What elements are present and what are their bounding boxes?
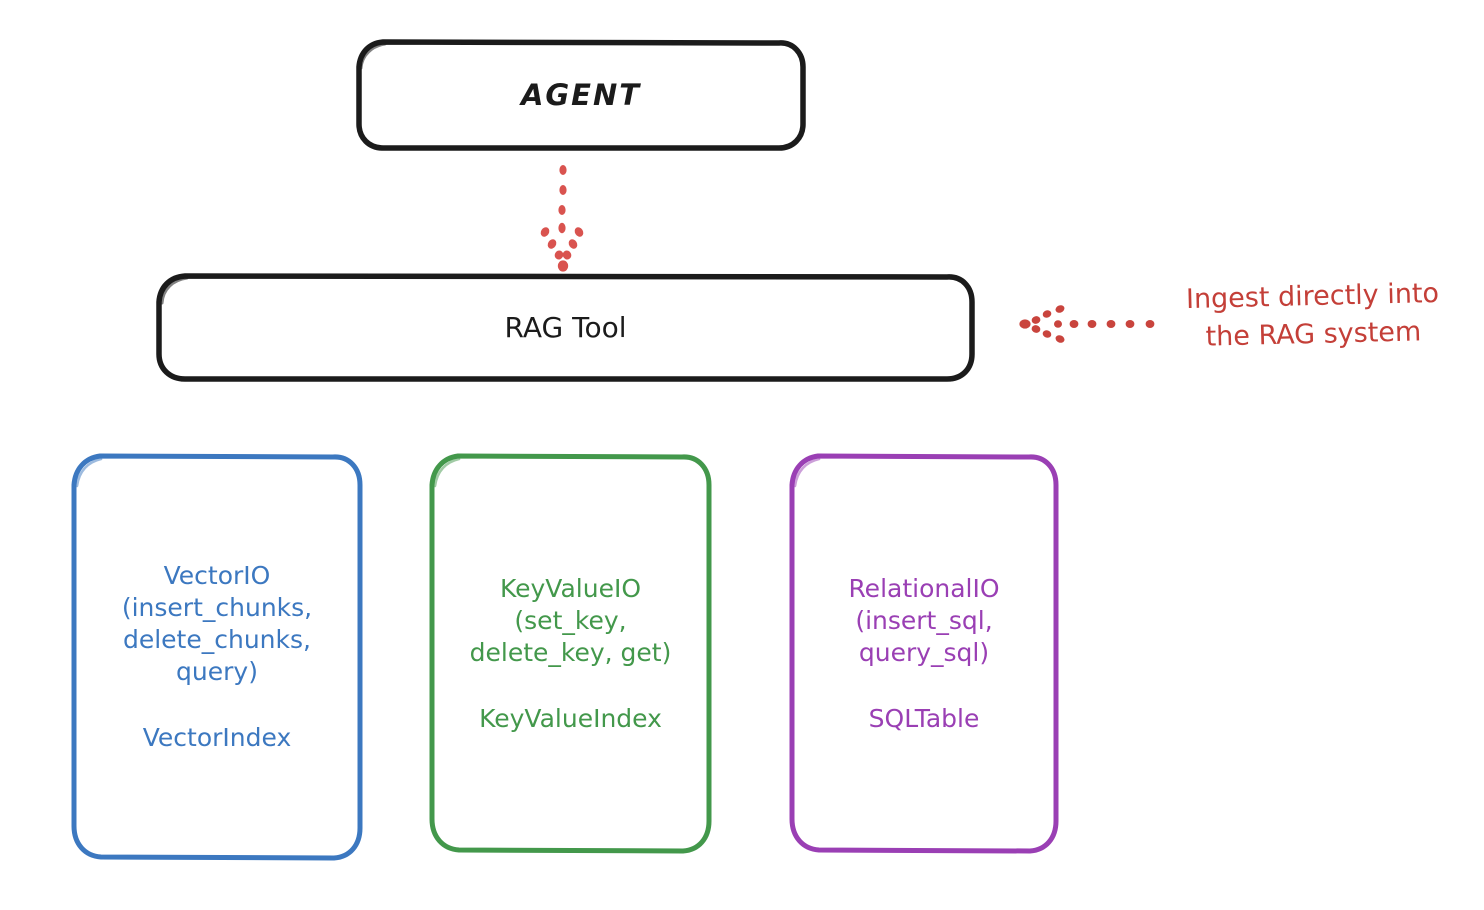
node-key-value-io[interactable]: KeyValueIO (set_key, delete_key, get) Ke… xyxy=(428,452,713,855)
edge-agent-to-rag-tool xyxy=(540,165,584,272)
vector-io-label-wrap: VectorIO (insert_chunks, delete_chunks, … xyxy=(70,560,364,754)
node-vector-io[interactable]: VectorIO (insert_chunks, delete_chunks, … xyxy=(70,452,364,862)
node-agent[interactable]: AGENT xyxy=(355,38,807,152)
rag-tool-label: RAG Tool xyxy=(504,311,627,344)
vector-io-index-label: VectorIndex xyxy=(142,723,292,752)
key-value-io-api-label: KeyValueIO (set_key, delete_key, get) xyxy=(469,573,672,667)
ingest-annotation-label: Ingest directly into the RAG system xyxy=(1185,277,1440,353)
arrowhead-down-icon xyxy=(540,227,584,272)
edge-ingest-arrow xyxy=(1019,305,1155,343)
key-value-io-label-wrap: KeyValueIO (set_key, delete_key, get) Ke… xyxy=(428,573,713,735)
rag-tool-label-wrap: RAG Tool xyxy=(155,311,976,344)
agent-label: AGENT xyxy=(520,78,642,112)
node-relational-io[interactable]: RelationalIO (insert_sql, query_sql) SQL… xyxy=(788,452,1060,855)
node-rag-tool[interactable]: RAG Tool xyxy=(155,272,976,383)
relational-io-api-label: RelationalIO (insert_sql, query_sql) xyxy=(848,573,1000,667)
dotted-line-down xyxy=(558,165,567,234)
arrowhead-left-icon xyxy=(1019,305,1065,343)
relational-io-index-label: SQLTable xyxy=(868,703,980,733)
agent-label-wrap: AGENT xyxy=(355,78,807,112)
relational-io-label-wrap: RelationalIO (insert_sql, query_sql) SQL… xyxy=(788,573,1060,735)
key-value-io-index-label: KeyValueIndex xyxy=(479,703,662,733)
dotted-line-left xyxy=(1054,320,1155,328)
vector-io-api-label: VectorIO (insert_chunks, delete_chunks, … xyxy=(121,561,313,686)
